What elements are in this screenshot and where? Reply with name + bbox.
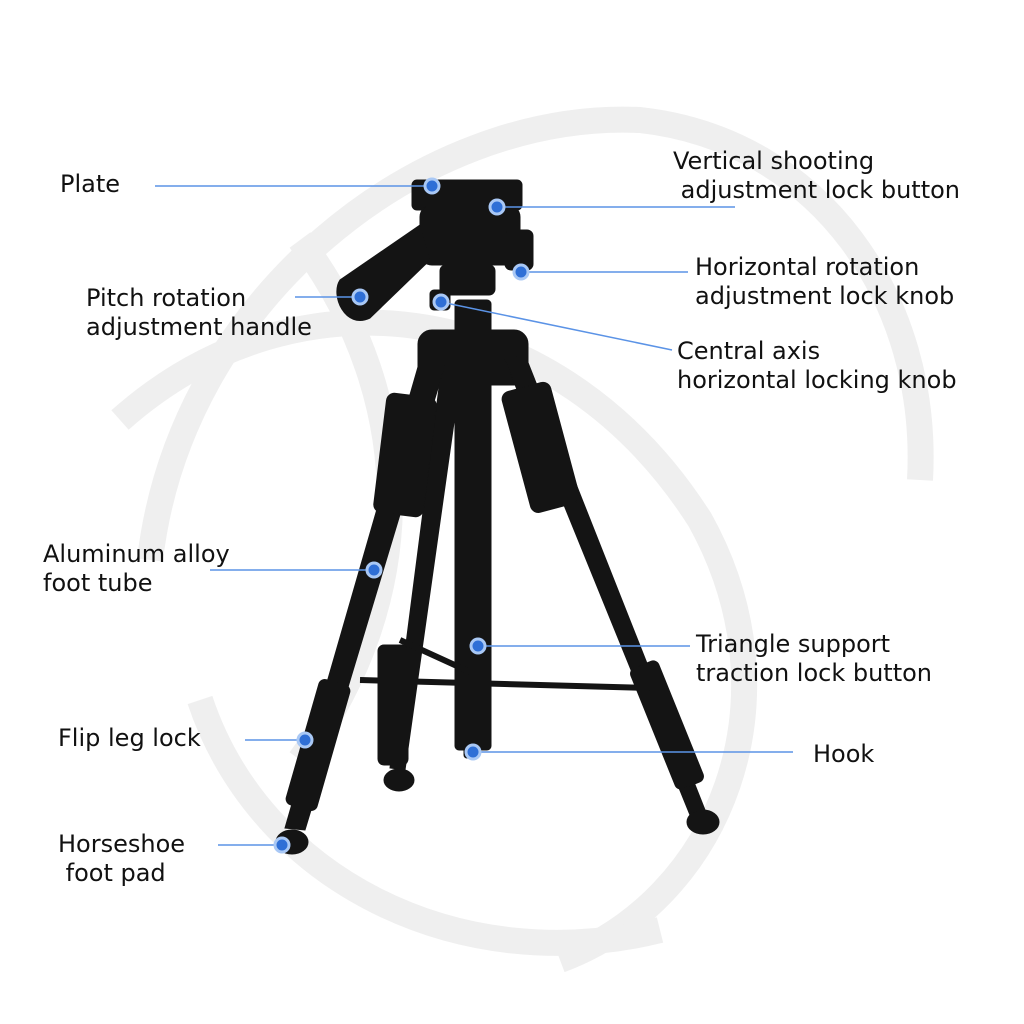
triangle-lock-dot — [469, 637, 487, 655]
central-axis-dot — [432, 293, 450, 311]
plate-dot — [423, 177, 441, 195]
label-plate: Plate — [60, 170, 121, 198]
hook-dot — [464, 743, 482, 761]
label-hook: Hook — [813, 740, 875, 768]
tripod-image — [275, 179, 720, 855]
foot-tube-dot — [365, 561, 383, 579]
vertical-lock-dot — [488, 198, 506, 216]
flip-lock-dot — [296, 731, 314, 749]
foot-pad-dot — [273, 836, 291, 854]
label-vertical-lock: Vertical shooting adjustment lock button — [673, 147, 960, 204]
callout-dots — [273, 177, 530, 854]
label-flip-lock: Flip leg lock — [58, 724, 201, 752]
label-foot-pad: Horseshoe foot pad — [58, 830, 186, 887]
central-axis-callout-line — [440, 301, 673, 351]
callout-lines — [155, 185, 793, 846]
pitch-handle-dot — [351, 288, 369, 306]
horizontal-knob-dot — [512, 263, 530, 281]
